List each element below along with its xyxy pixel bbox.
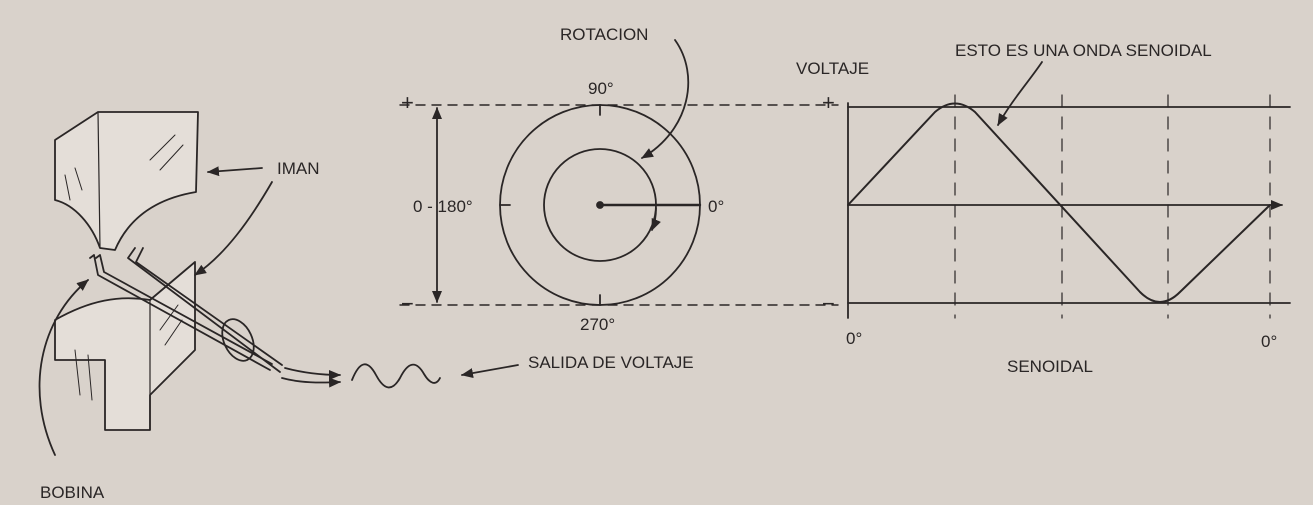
rotation-label-arrow bbox=[641, 39, 690, 159]
output-arrows bbox=[281, 367, 341, 388]
sine-caption: SENOIDAL bbox=[1007, 357, 1093, 376]
sine-wave bbox=[847, 102, 1271, 303]
angle-180-label: 0 - 180° bbox=[413, 197, 473, 216]
sine-grid-lines bbox=[954, 94, 1271, 319]
sine-frame bbox=[847, 102, 1291, 319]
rotation-ticks bbox=[499, 104, 601, 306]
magnet-bottom-pole bbox=[54, 261, 196, 431]
output-wave-icon bbox=[351, 363, 441, 389]
angle-90-label: 90° bbox=[588, 79, 614, 98]
x-end-label: 0° bbox=[1261, 332, 1278, 351]
iman-label: IMAN bbox=[277, 159, 320, 178]
voltage-label: VOLTAJE bbox=[796, 59, 870, 78]
sine-plus-sign: + bbox=[822, 90, 835, 115]
bobina-label: BOBINA bbox=[40, 483, 105, 502]
output-label-arrow bbox=[461, 364, 519, 378]
angle-270-label: 270° bbox=[580, 315, 616, 334]
rotation-direction-arrow bbox=[651, 207, 661, 231]
rotation-label: ROTACION bbox=[560, 25, 649, 44]
rotation-minus-sign: − bbox=[401, 291, 414, 316]
callout-arrow bbox=[997, 61, 1043, 126]
x-start-label: 0° bbox=[846, 329, 863, 348]
iman-arrow-bottom bbox=[194, 181, 273, 276]
angle-0-label: 0° bbox=[708, 197, 725, 216]
coil-loop bbox=[89, 247, 283, 373]
bobina-arrow bbox=[38, 279, 89, 456]
rotation-guide-lines bbox=[399, 104, 839, 306]
output-label: SALIDA DE VOLTAJE bbox=[528, 353, 694, 372]
rotation-plus-sign: + bbox=[401, 90, 414, 115]
callout-label: ESTO ES UNA ONDA SENOIDAL bbox=[955, 41, 1212, 60]
iman-arrow-top bbox=[207, 166, 263, 177]
magnet-top-pole bbox=[54, 111, 199, 251]
sine-minus-sign: − bbox=[822, 291, 835, 316]
